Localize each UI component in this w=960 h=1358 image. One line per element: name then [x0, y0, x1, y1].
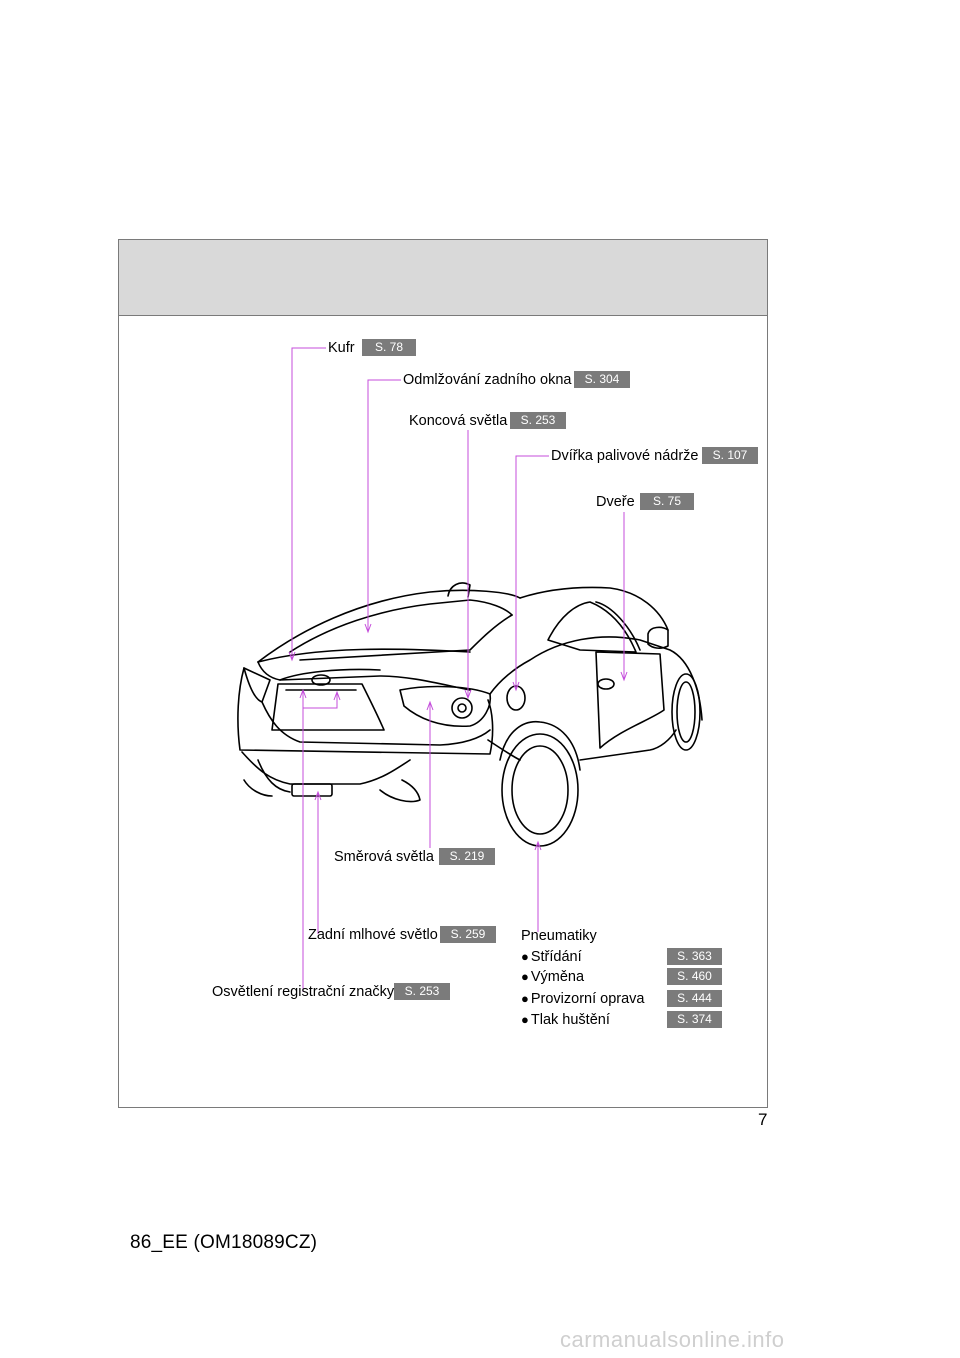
ref-osvetleni[interactable]: S. 253	[394, 983, 450, 1000]
tires-item-label: Střídání	[530, 949, 582, 965]
arrowhead-dvirka	[512, 681, 520, 692]
bullet-icon: ●	[521, 949, 529, 964]
ref-kufr[interactable]: S. 78	[362, 339, 416, 356]
leader-odmlzovani	[367, 379, 401, 632]
watermark: carmanualsonline.info	[560, 1327, 785, 1352]
tires-item-label: Tlak huštění	[530, 1012, 610, 1028]
arrowhead-koncova	[464, 689, 472, 700]
ref-stridani[interactable]: S. 363	[667, 948, 722, 965]
bullet-icon: ●	[521, 969, 529, 984]
ref-dvere[interactable]: S. 75	[640, 493, 694, 510]
arrowhead-osvetleni	[299, 688, 307, 699]
label-kufr: Kufr	[328, 340, 355, 356]
arrowhead-mlhove	[314, 790, 322, 801]
page-number: 7	[758, 1110, 768, 1129]
arrowhead-kufr	[288, 651, 296, 662]
label-odmlzovani: Odmlžování zadního okna	[403, 372, 572, 388]
tires-item-stridani: ●Střídání	[521, 948, 582, 966]
leader-kufr	[291, 347, 326, 660]
footer-code: 86_EE (OM18089CZ)	[130, 1232, 318, 1253]
leader-dvirka	[515, 455, 549, 690]
ref-tlak[interactable]: S. 374	[667, 1011, 722, 1028]
ref-smerova[interactable]: S. 219	[439, 848, 495, 865]
bullet-icon: ●	[521, 991, 529, 1006]
tires-item-label: Provizorní oprava	[530, 991, 645, 1007]
tires-item-vymena: ●Výměna	[521, 968, 584, 986]
leader-osvetleni-branch	[303, 692, 338, 709]
label-dvirka: Dvířka palivové nádrže	[551, 448, 699, 464]
ref-odmlzovani[interactable]: S. 304	[574, 371, 630, 388]
arrowhead-smerova	[426, 700, 434, 711]
frame-header-band	[119, 240, 767, 316]
bullet-icon: ●	[521, 1012, 529, 1027]
ref-oprava[interactable]: S. 444	[667, 990, 722, 1007]
arrowhead-osvetleni-branch	[333, 690, 341, 701]
content-frame	[118, 239, 768, 1108]
arrowhead-pneumatiky	[534, 840, 542, 851]
tires-item-label: Výměna	[530, 969, 585, 985]
ref-koncova[interactable]: S. 253	[510, 412, 566, 429]
ref-vymena[interactable]: S. 460	[667, 968, 722, 985]
tires-item-tlak: ●Tlak huštění	[521, 1011, 610, 1029]
ref-mlhove[interactable]: S. 259	[440, 926, 496, 943]
label-koncova: Koncová světla	[409, 413, 508, 429]
arrowhead-odmlzovani	[364, 623, 372, 634]
arrowhead-dvere	[620, 671, 628, 682]
tires-item-oprava: ●Provizorní oprava	[521, 990, 645, 1008]
label-mlhove: Zadní mlhové světlo	[308, 927, 438, 943]
ref-dvirka[interactable]: S. 107	[702, 447, 758, 464]
label-dvere: Dveře	[596, 494, 635, 510]
label-osvetleni: Osvětlení registrační značky	[212, 984, 395, 1000]
label-smerova: Směrová světla	[334, 849, 434, 865]
tires-title: Pneumatiky	[521, 928, 597, 944]
